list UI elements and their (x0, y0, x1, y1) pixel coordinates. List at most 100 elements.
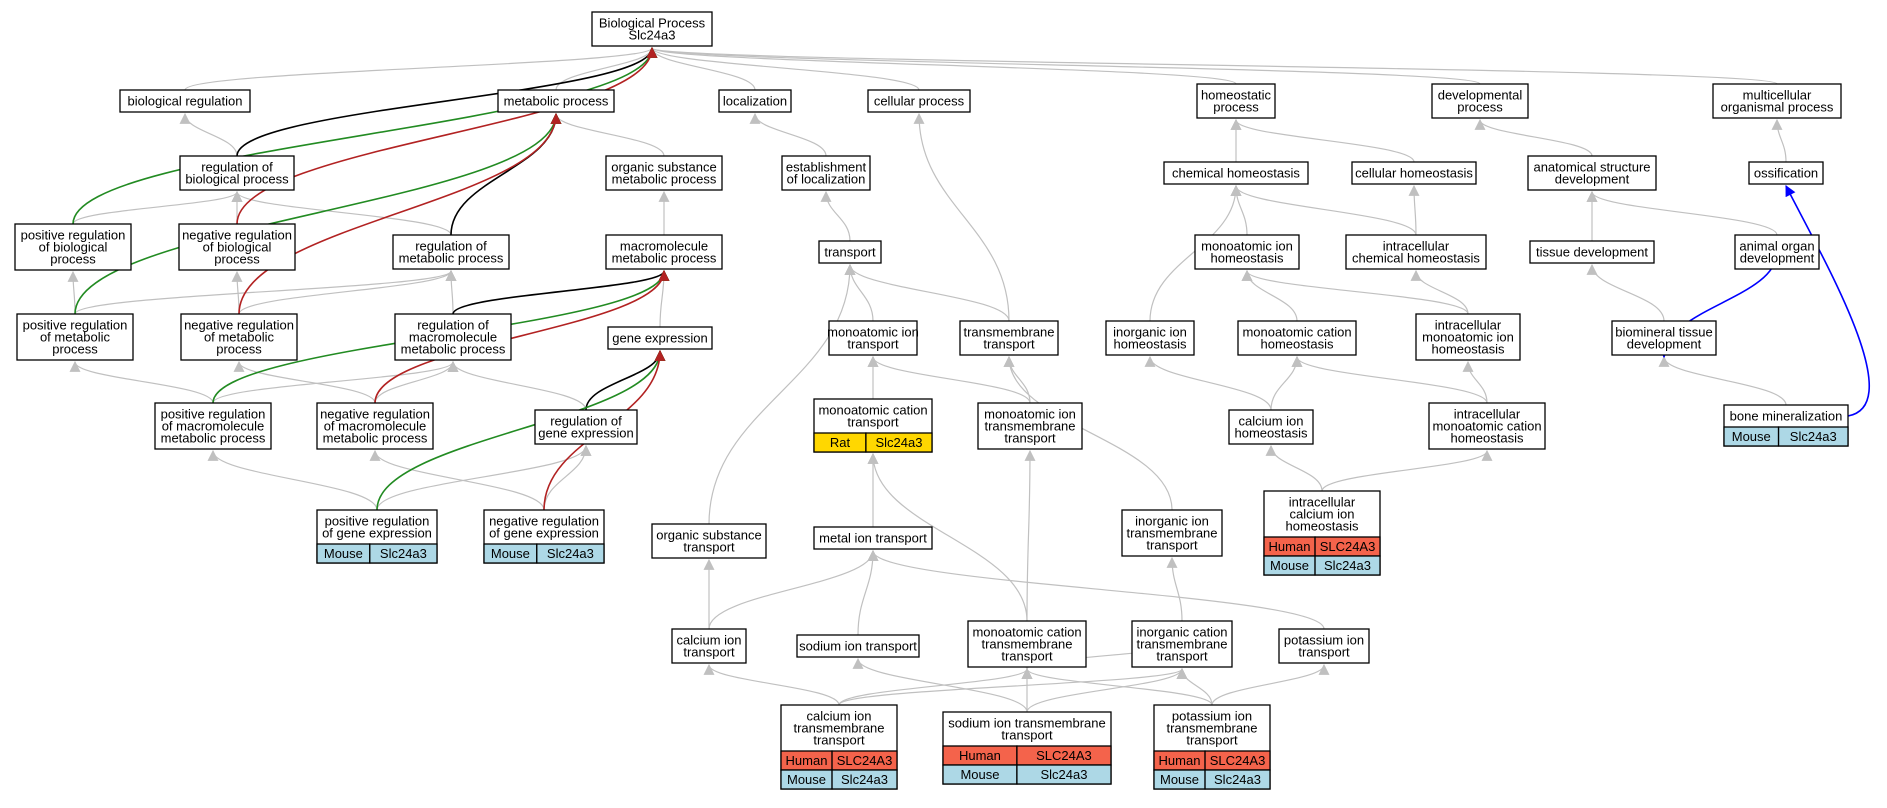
node-label-line: localization (723, 94, 787, 109)
node-label-line: transmembrane (793, 721, 884, 736)
node-pottmt[interactable]: potassium iontransmembranetransportHuman… (1153, 704, 1271, 790)
edge-posbio-to-regbio (72, 190, 243, 225)
gene-symbol: SLC24A3 (1036, 748, 1092, 763)
node-label-line: metabolic process (161, 431, 266, 446)
species-name: Mouse (491, 546, 530, 561)
node-cellh[interactable]: cellular homeostasis (1351, 161, 1477, 185)
node-label-line: of metabolic (204, 330, 275, 345)
node-label-line: intracellular (1454, 407, 1521, 422)
edge-pott-to-metalt (867, 549, 1325, 630)
node-tissue[interactable]: tissue development (1529, 240, 1655, 264)
node-label-line: positive regulation (161, 407, 266, 422)
species-name: Mouse (787, 772, 826, 787)
node-box (605, 234, 723, 270)
edge-monot-to-transport (844, 263, 874, 322)
node-label-line: negative regulation (489, 514, 599, 529)
node-chemh[interactable]: chemical homeostasis (1163, 161, 1309, 185)
edge-tmt-to-transport (844, 263, 1010, 322)
node-sodt[interactable]: sodium ion transport (796, 634, 920, 658)
node-bioreg[interactable]: biological regulation (119, 89, 251, 113)
node-label-line: transmembrane (963, 325, 1054, 340)
edge-anat-to-devp (1474, 118, 1593, 157)
node-label-line: homeostasis (1286, 519, 1359, 534)
node-label-line: development (1555, 172, 1630, 187)
edge-monotmt-to-monot (867, 355, 1031, 404)
node-box (718, 89, 792, 113)
node-label-line: positive regulation (325, 514, 430, 529)
edge-regmacro-to-macro (452, 269, 670, 315)
node-metab[interactable]: metabolic process (497, 89, 615, 113)
node-transport[interactable]: transport (818, 240, 882, 264)
species-name: Human (786, 753, 828, 768)
node-label-line: transmembrane (1166, 721, 1257, 736)
node-label-line: homeostasis (1114, 337, 1187, 352)
node-label-line: process (1213, 100, 1259, 115)
node-ossif[interactable]: ossification (1748, 161, 1824, 185)
node-box (14, 223, 132, 271)
species-name: Mouse (324, 546, 363, 561)
node-label-line: monoatomic cation (972, 625, 1081, 640)
node-local[interactable]: localization (718, 89, 792, 113)
node-label-line: homeostasis (1432, 342, 1505, 357)
edge-pottmt-to-pott (1211, 663, 1330, 706)
node-geneexp[interactable]: gene expression (607, 326, 713, 350)
node-label-line: of localization (787, 172, 866, 187)
node-box (977, 402, 1083, 450)
edge-bioreg-to-bp (184, 46, 658, 91)
node-box (394, 313, 512, 361)
node-label-line: biological process (185, 172, 289, 187)
node-cellp[interactable]: cellular process (867, 89, 971, 113)
node-label-line: transport (1298, 645, 1350, 660)
node-label-line: negative regulation (182, 228, 292, 243)
node-label-line: regulation of (201, 160, 273, 175)
node-label-line: calcium ion (806, 709, 871, 724)
edge-sodtmt-to-sodt (852, 657, 1028, 713)
node-label-line: monoatomic ion (1201, 239, 1293, 254)
node-label-line: of gene expression (322, 526, 432, 541)
node-metalt[interactable]: metal ion transport (813, 526, 933, 550)
